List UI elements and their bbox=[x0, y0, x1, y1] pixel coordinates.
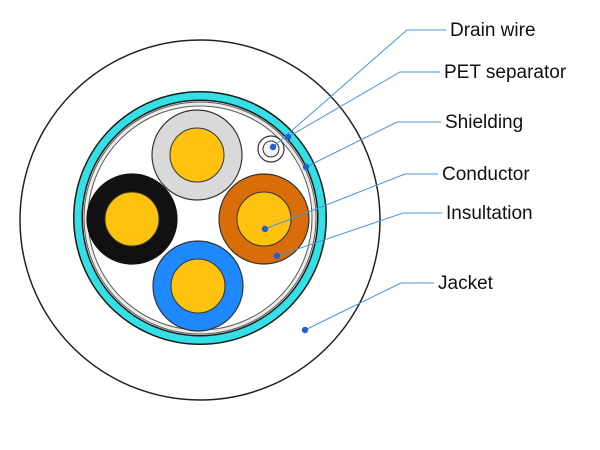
insulation-dot bbox=[273, 252, 281, 260]
black-pair-wire bbox=[86, 173, 178, 265]
pet-separator-ring-fill bbox=[84, 102, 316, 334]
white-pair-wire bbox=[151, 109, 243, 201]
jacket-dot bbox=[301, 326, 309, 334]
leader-dots bbox=[261, 133, 310, 334]
conductor-leader-line bbox=[264, 173, 438, 230]
shielding-ring-fill bbox=[74, 92, 326, 344]
drain-wire-dot bbox=[269, 143, 277, 151]
pet-separator-leader-line bbox=[287, 71, 440, 138]
shielding-dot bbox=[302, 163, 310, 171]
insulation-label: Insultation bbox=[446, 203, 533, 224]
orange-pair-wire bbox=[218, 173, 310, 265]
shielding-label: Shielding bbox=[445, 112, 524, 133]
drain-wire-label: Drain wire bbox=[450, 20, 536, 41]
conductor-label: Conductor bbox=[442, 164, 530, 185]
pet-separator-dot bbox=[284, 133, 292, 141]
insulation-leader-line bbox=[276, 212, 442, 257]
blue-pair-wire bbox=[152, 240, 244, 332]
shielding-leader-line bbox=[305, 121, 441, 168]
jacket-leader-line bbox=[304, 282, 434, 331]
conductor-dot bbox=[261, 225, 269, 233]
leader-lines bbox=[264, 29, 446, 331]
drain-wire-leader-line bbox=[272, 29, 446, 148]
pet-separator-label: PET separator bbox=[444, 62, 567, 83]
jacket-label: Jacket bbox=[438, 273, 493, 294]
